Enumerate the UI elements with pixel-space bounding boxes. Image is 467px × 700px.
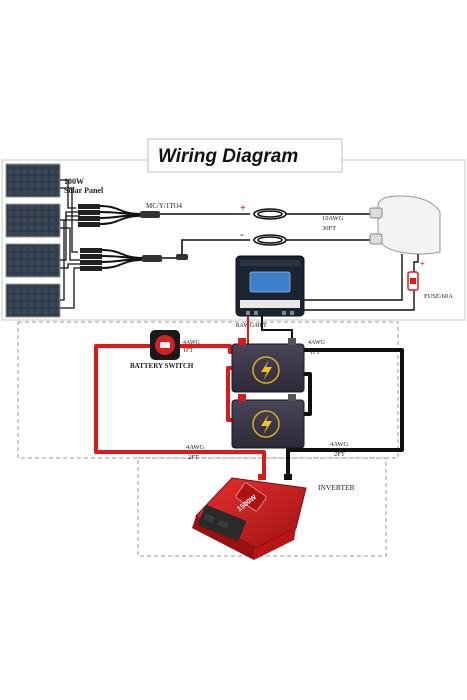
controller-cable-label: 8AWG/8FT: [236, 322, 267, 329]
controller-positive-run: [262, 254, 419, 311]
pv-cable-negative: [162, 234, 378, 259]
solar-panel-2: [5, 203, 61, 238]
panel-leads: [60, 179, 82, 309]
inline-fuse: [407, 271, 419, 291]
pv-cable-positive: [160, 208, 378, 220]
solar-panels: [5, 163, 61, 318]
controller-display: [249, 271, 291, 293]
inverter-terminals: [258, 474, 292, 480]
pv-cable-length: 30FT: [322, 225, 336, 232]
controller-to-battery-negative: [261, 316, 293, 344]
branch-connector-negative: [80, 248, 162, 271]
inverter-label: INVERTER: [318, 483, 355, 492]
inverter-black-gauge: 4AWG: [330, 441, 349, 448]
charge-controller: [235, 255, 305, 317]
negative-sign-pv: -: [240, 229, 244, 241]
solar-panel-4: [5, 283, 61, 318]
pv-cable-gauge: 10AWG: [322, 215, 344, 222]
lightning-icon: [261, 414, 272, 435]
battery-link-length: 1FT: [310, 350, 320, 356]
positive-sign-pv: +: [240, 203, 246, 214]
mc4-inline-connector: [176, 254, 188, 260]
solar-panel-3: [5, 243, 61, 278]
solar-panel-1: [5, 163, 61, 198]
branch-connector-label: MC/Y/1TO4: [146, 202, 183, 210]
inverter-black-length: 2FT: [334, 451, 345, 458]
positive-sign-fuse: +: [420, 259, 425, 268]
branch-connector-positive: [78, 204, 160, 227]
battery-bay-outline: [17, 321, 399, 459]
battery-switch-gauge: 4AWG: [183, 340, 201, 346]
battery-link-gauge: 4AWG: [308, 340, 326, 346]
battery-top: [231, 338, 305, 393]
inverter-red-length: 2FT: [188, 454, 199, 461]
solar-panel-label: Solar Panel: [64, 186, 104, 195]
fuse-label: FUSE/60A: [424, 293, 453, 300]
lightning-icon: [261, 360, 272, 381]
inverter-red-gauge: 4AWG: [186, 444, 205, 451]
battery-switch-length: 1FT: [183, 348, 193, 354]
battery-bottom: [231, 394, 305, 449]
controller-negative-run: [262, 254, 403, 301]
negative-cable-run: [286, 348, 404, 476]
diagram-title: Wiring Diagram: [158, 146, 298, 167]
battery-switch: [150, 330, 180, 360]
cable-entry-gland: [369, 195, 441, 255]
battery-switch-label: BATTERY SWITCH: [130, 362, 194, 370]
inverter: [192, 477, 307, 560]
title-box: [147, 138, 343, 173]
solar-panel-watt: 100W: [64, 177, 84, 186]
